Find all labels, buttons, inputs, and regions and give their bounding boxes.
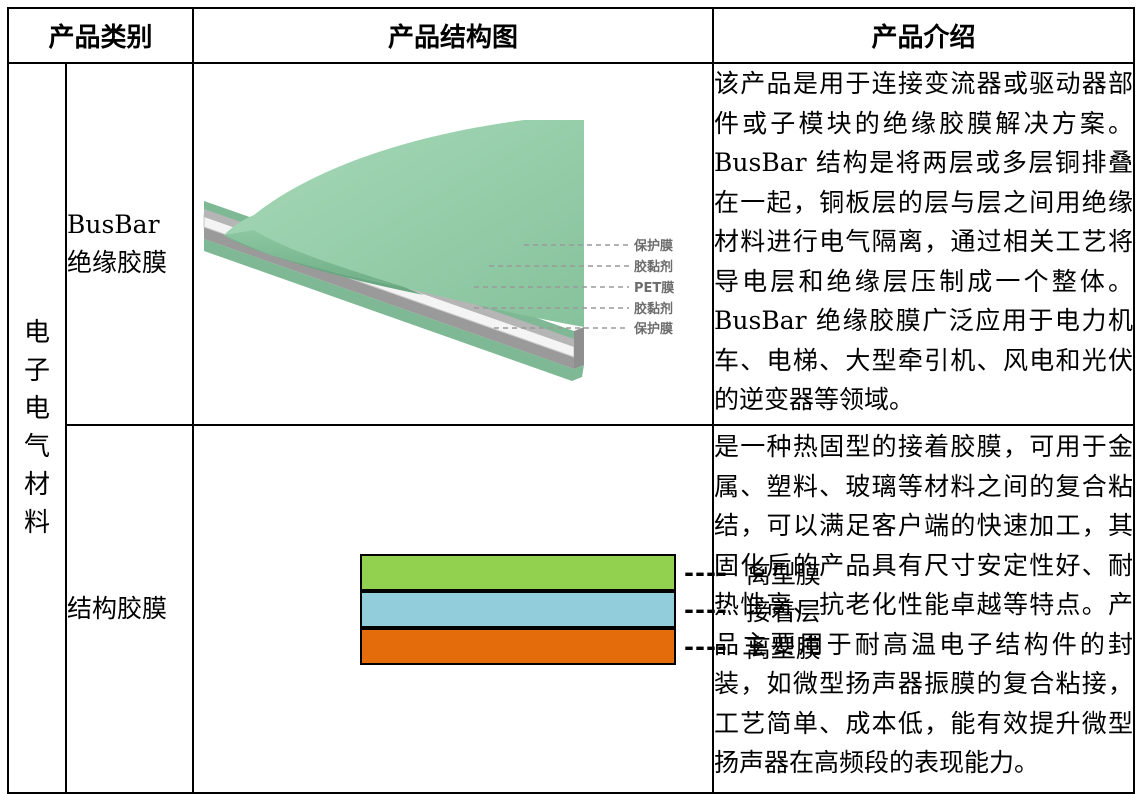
layer-release-film-bottom (360, 628, 677, 665)
product-table: 产品类别 产品结构图 产品介绍 电子电气材料 BusBar 绝缘胶膜 (6, 7, 1136, 794)
product-description-busbar: 该产品是用于连接变流器或驱动器部件或子模块的绝缘胶膜解决方案。BusBar 结构… (712, 62, 1136, 426)
header-row: 产品类别 产品结构图 产品介绍 (6, 7, 1136, 64)
table-row-structural-film: 结构胶膜 ---- 离型膜 ---- 接着层 ---- 离型膜 (8, 424, 1136, 794)
busbar-top-film (224, 120, 585, 327)
busbar-stack-right-side (574, 327, 585, 369)
busbar-label-adhesive-bottom: 胶黏剂 (634, 301, 673, 317)
label-adhesive: 接着层 (745, 596, 821, 626)
layer-release-film-top (360, 554, 677, 591)
header-structure-diagram: 产品结构图 (192, 7, 715, 64)
category-cell: 电子电气材料 (7, 62, 67, 794)
busbar-label-protect-top: 保护膜 (633, 238, 673, 254)
busbar-label-protect-bottom: 保护膜 (633, 321, 673, 337)
table-row-busbar: 电子电气材料 BusBar 绝缘胶膜 (7, 62, 1136, 794)
busbar-structure-image: 保护膜 胶黏剂 PET膜 胶黏剂 保护膜 (192, 62, 715, 426)
structural-film-diagram: ---- 离型膜 ---- 接着层 ---- 离型膜 (360, 554, 860, 674)
structural-film-image: ---- 离型膜 ---- 接着层 ---- 离型膜 (192, 424, 821, 794)
layer-adhesive (360, 591, 677, 628)
callout-dash: ---- (684, 632, 728, 661)
label-release-film-top: 离型膜 (745, 559, 821, 589)
busbar-label-adhesive-top: 胶黏剂 (634, 259, 673, 275)
callout-dash: ---- (684, 558, 728, 587)
callout-adhesive: ---- 接着层 (684, 591, 821, 628)
busbar-label-pet: PET膜 (634, 280, 674, 296)
product-description-structural-film: 是一种热固型的接着胶膜，可用于金属、塑料、玻璃等材料之间的复合粘结，可以满足客户… (712, 424, 1136, 794)
callout-release-film-bottom: ---- 离型膜 (684, 628, 821, 665)
busbar-peel-edge (224, 230, 405, 287)
product-name-busbar: BusBar 绝缘胶膜 (64, 62, 195, 426)
header-introduction: 产品介绍 (712, 7, 1136, 64)
callout-dash: ---- (684, 595, 728, 624)
label-release-film-bottom: 离型膜 (745, 633, 821, 663)
category-label: 电子电气材料 (23, 318, 50, 538)
callout-release-film-top: ---- 离型膜 (684, 554, 821, 591)
busbar-bottom-film (204, 239, 585, 381)
header-category: 产品类别 (6, 7, 195, 64)
busbar-layer-illustration: 保护膜 胶黏剂 PET膜 胶黏剂 保护膜 (203, 120, 674, 381)
product-name-structural-film: 结构胶膜 (64, 424, 195, 794)
